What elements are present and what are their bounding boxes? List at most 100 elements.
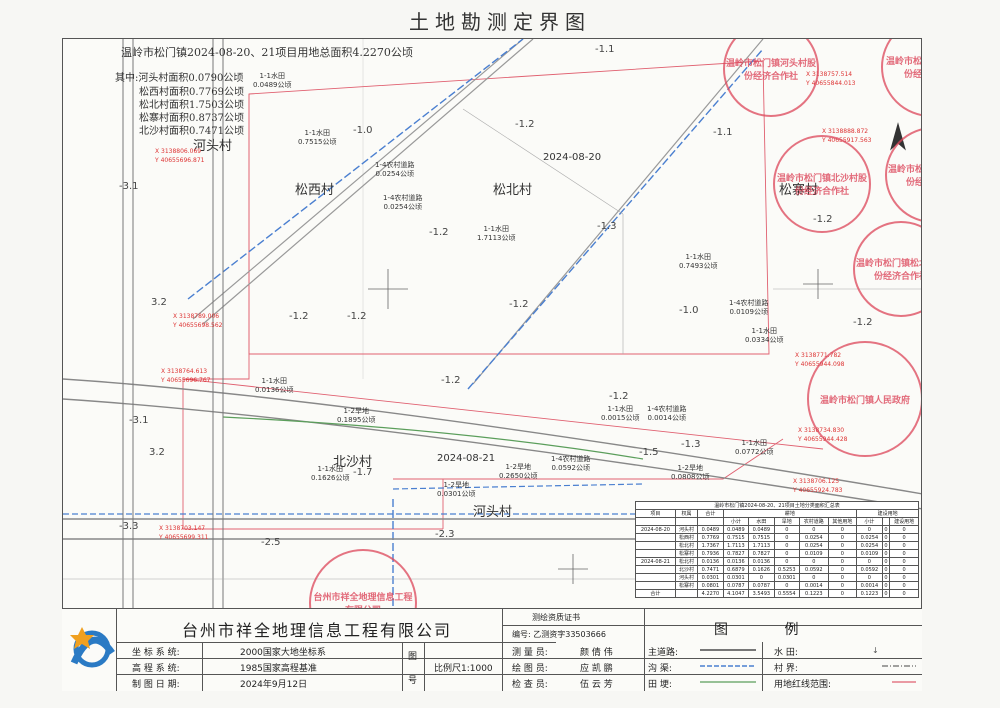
table-cell: 0.0136: [748, 557, 775, 566]
table-cell: 0.1223: [799, 589, 829, 598]
elevation-label: -1.0: [353, 125, 373, 136]
elevation-label: -1.7: [353, 467, 373, 478]
table-cell: 合计: [635, 589, 676, 598]
table-cell: 0: [773, 581, 801, 590]
table-cell: 0.0592: [856, 565, 883, 574]
legend-title: 图 例: [714, 622, 825, 638]
drafter-name: 应 凯 鹏: [580, 664, 613, 674]
table-cell: 4.2270: [697, 589, 724, 598]
table-cell: 0.0136: [722, 557, 750, 566]
table-cell: 0.6879: [722, 565, 750, 574]
table-cell: 0: [827, 589, 858, 598]
table-cell: 0: [856, 573, 883, 582]
table-cell: [635, 533, 676, 542]
legend-swatches-2: ↓: [872, 646, 916, 683]
table-cell: 0.0787: [722, 581, 750, 590]
table-cell: 0: [827, 581, 858, 590]
table-header: 旱地: [773, 517, 801, 526]
table-cell: 0: [827, 557, 858, 566]
legend-item: 用地红线范围:: [774, 680, 832, 690]
table-cell: 0: [881, 533, 891, 542]
elevation-label: 3.2: [149, 447, 165, 458]
table-cell: 0: [881, 557, 891, 566]
area-line: 松西村面积0.7769公顷: [139, 87, 244, 98]
table-cell: [635, 549, 676, 558]
elevation-label: -1.2: [853, 317, 873, 328]
table-cell: 4.1047: [722, 589, 750, 598]
survey-map: [63, 39, 921, 689]
surveyor-name: 颜 倩 伟: [580, 648, 613, 658]
table-cell: 0: [881, 581, 891, 590]
map-label: 图: [408, 652, 418, 662]
table-title: 温岭市松门镇2024-08-20、21项目土地分类面积汇总表: [635, 501, 919, 510]
table-cell: 0: [889, 541, 919, 550]
table-cell: 0: [773, 557, 801, 566]
table-cell: 0: [881, 525, 891, 534]
table-cell: 北沙村: [674, 565, 699, 574]
project-header: 温岭市松门镇2024-08-20、21项目用地总面积4.2270公顷: [121, 46, 413, 59]
table-cell: 1.7113: [748, 541, 775, 550]
table-header: 农村道路: [799, 517, 829, 526]
table-cell: 0: [881, 541, 891, 550]
table-cell: 河头村: [674, 525, 699, 534]
village-label: 松西村: [295, 183, 335, 198]
svg-text:↓: ↓: [872, 646, 879, 655]
table-cell: 3.5493: [748, 589, 775, 598]
table-cell: 0: [827, 525, 858, 534]
stamp: 温岭市松门镇北沙村股份经济合作社: [773, 135, 871, 233]
table-cell: 0: [889, 549, 919, 558]
elevation-label: -1.2: [347, 311, 367, 322]
table-cell: 0.0254: [799, 533, 829, 542]
cert-number: 编号: 乙测资字33503666: [512, 630, 606, 639]
table-cell: 0: [889, 533, 919, 542]
table-cell: 0.5554: [773, 589, 801, 598]
legend-swatches: [700, 649, 756, 683]
table-cell: 0: [827, 541, 858, 550]
table-cell: 0.0254: [856, 541, 883, 550]
table-cell: 0: [827, 533, 858, 542]
company-logo: [70, 627, 115, 668]
table-cell: 2024-08-20: [635, 525, 676, 534]
table-cell: 0.0489: [722, 525, 750, 534]
table-cell: 0: [773, 533, 801, 542]
elevation-label: -1.2: [609, 391, 629, 402]
table-cell: 0.7515: [748, 533, 775, 542]
table-cell: 0.0136: [697, 557, 724, 566]
table-cell: 1.7367: [697, 541, 724, 550]
scale-label: 比例尺1:1000: [434, 664, 493, 674]
table-cell: 0: [889, 565, 919, 574]
elevation-label: -1.3: [597, 221, 617, 232]
table-cell: 松西村: [674, 533, 699, 542]
table-cell: 0.0109: [856, 549, 883, 558]
table-cell: 松寨村: [674, 549, 699, 558]
table-header: 建设用地: [856, 509, 919, 518]
legend-item: 田 埂:: [648, 680, 672, 690]
elevation-label: -1.2: [429, 227, 449, 238]
height-system-value: 1985国家高程基准: [240, 664, 317, 674]
table-cell: [674, 589, 699, 598]
elevation-label: -1.5: [639, 447, 659, 458]
table-cell: 河头村: [674, 573, 699, 582]
table-header: 水田: [748, 517, 775, 526]
company-name: 台州市祥全地理信息工程有限公司: [182, 621, 453, 640]
map-label-2: 号: [408, 676, 418, 686]
